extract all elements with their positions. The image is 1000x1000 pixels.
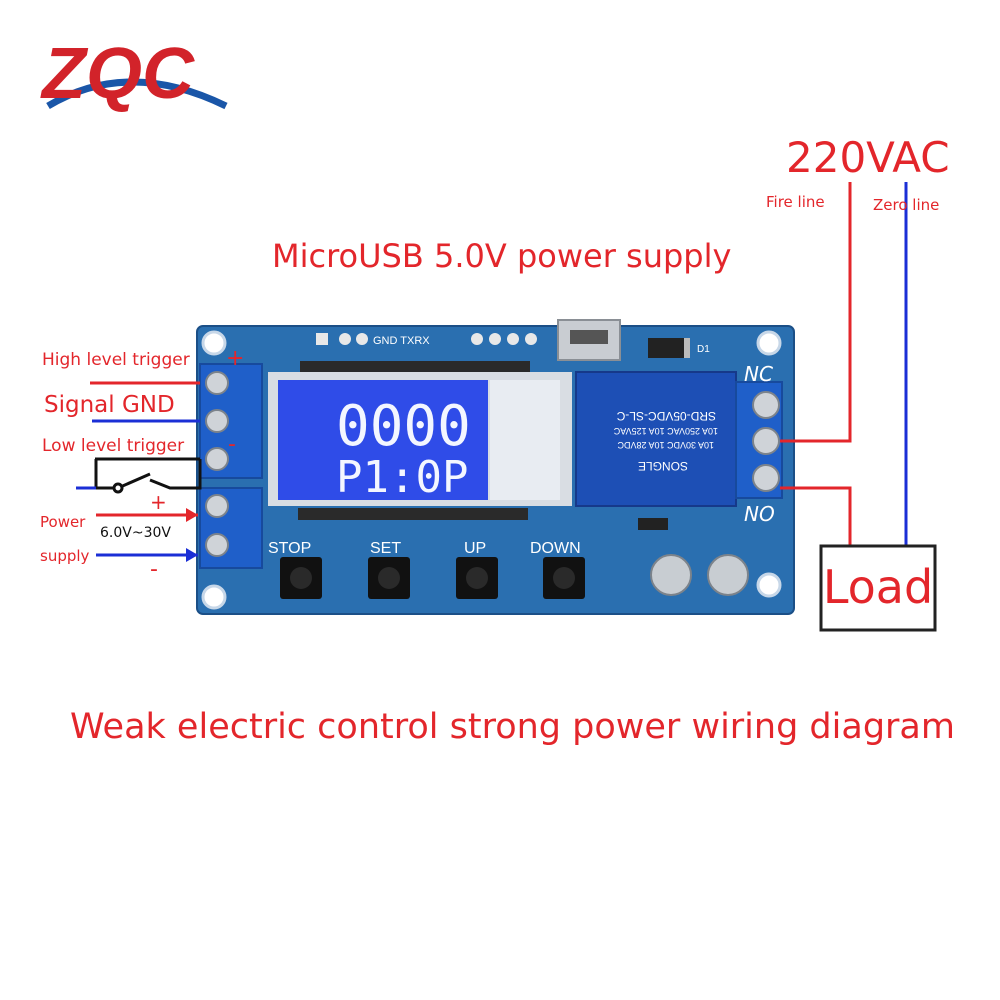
stop-label: STOP [268,540,311,557]
load-label: Load [822,560,934,614]
power-minus: - [150,557,158,582]
terminal-screw [205,371,229,395]
no-label: NO [744,502,775,526]
usb-supply-label: MicroUSB 5.0V power supply [272,237,732,275]
high-trigger-label: High level trigger [42,350,190,370]
mount-hole [756,572,782,598]
fire-line-wire [780,182,852,443]
d1-label: D1 [697,344,710,355]
diode [648,338,690,358]
power-label: Power [40,513,86,531]
relay [575,371,737,507]
mount-hole [201,584,227,610]
terminal-screw [752,464,780,492]
mount-hole [756,330,782,356]
relay-rating-2: 10A 30VDC 10A 28VDC [617,440,714,450]
up-label: UP [464,540,486,557]
smd-components-top [300,361,530,373]
signal-gnd-label: Signal GND [44,392,175,418]
push-buttons [280,557,585,599]
nc-label: NC [744,362,773,386]
lcd-screen [278,380,488,500]
supply-label: supply [40,547,90,565]
terminal-screw [752,391,780,419]
relay-rating-1: 10A 250VAC 10A 125VAC [613,426,718,436]
mains-voltage-label: 220VAC [786,133,950,182]
set-label: SET [370,540,401,557]
header-pins [316,333,537,345]
high-trigger-plus: + [226,346,245,371]
relay-model: SRD-05VDC-SL-C [616,409,716,423]
right-wiring [780,182,908,546]
header-label: GND TXRX [373,335,430,347]
logo-text: ZQC [40,34,195,114]
terminal-screw [752,427,780,455]
low-trigger-minus: - [228,432,236,457]
logo-swoosh [46,78,228,110]
smd-components-bottom [298,508,528,520]
zero-line-label: Zero line [873,196,940,214]
terminal-screw [205,447,229,471]
terminal-screw [205,533,229,557]
load-box [819,544,937,632]
low-trigger-label: Low level trigger [42,436,185,456]
left-wiring [76,381,202,557]
capacitor [707,554,749,596]
no-to-load-wire [780,486,852,546]
capacitor [650,554,692,596]
lcd-bottom-digits: P1:0P [336,452,468,503]
terminal-screw [205,409,229,433]
lcd-top-digits: 0000 [336,394,471,459]
fire-line-label: Fire line [766,193,825,211]
terminal-screw [205,494,229,518]
diagram-caption: Weak electric control strong power wirin… [70,707,955,747]
switch-plus: + [150,490,167,514]
down-label: DOWN [530,540,581,557]
brand-logo: ZQC [38,28,238,128]
mount-hole [201,330,227,356]
relay-brand: SONGLE [638,459,688,473]
voltage-range-label: 6.0V~30V [100,525,171,541]
